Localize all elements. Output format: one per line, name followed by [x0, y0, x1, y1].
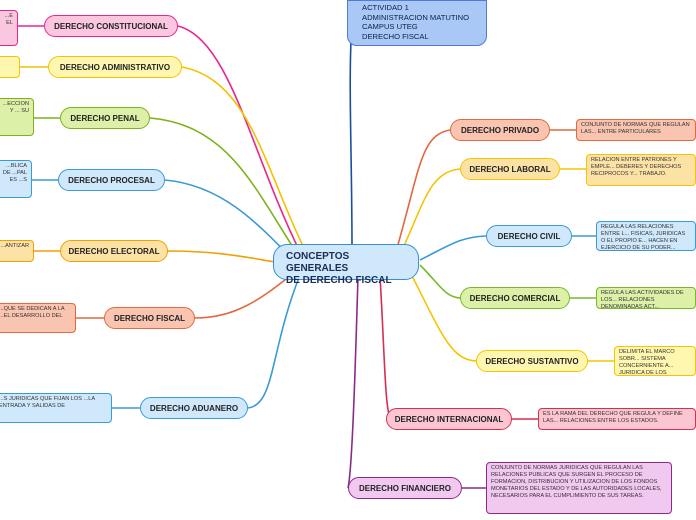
node-derecho-electoral[interactable]: DERECHO ELECTORAL: [60, 240, 168, 262]
central-topic[interactable]: CONCEPTOS GENERALES DE DERECHO FISCAL: [273, 244, 419, 286]
header-line-2: ADMINISTRACION MATUTINO: [362, 12, 470, 22]
connector-laboral: [399, 168, 461, 256]
activity-header-box[interactable]: ACTIVIDAD 1 ADMINISTRACION MATUTINO CAMP…: [347, 0, 487, 46]
node-derecho-procesal[interactable]: DERECHO PROCESAL: [58, 169, 165, 191]
node-derecho-administrativo[interactable]: DERECHO ADMINISTRATIVO: [48, 56, 182, 78]
node-derecho-constitucional[interactable]: DERECHO CONSTITUCIONAL: [44, 15, 178, 37]
node-derecho-sustantivo[interactable]: DERECHO SUSTANTIVO: [476, 350, 588, 372]
note-aduanero[interactable]: ...S JURIDICAS QUE FIJAN LOS ...LA ENTRA…: [0, 393, 112, 423]
connector-internacional: [379, 275, 393, 420]
node-derecho-internacional[interactable]: DERECHO INTERNACIONAL: [386, 408, 512, 430]
note-electoral[interactable]: ...ANTIZAR: [0, 240, 34, 262]
note-civil[interactable]: REGULA LAS RELACIONES ENTRE L... FISICAS…: [596, 221, 696, 251]
connector-penal: [149, 117, 301, 259]
note-sustantivo[interactable]: DELIMITA EL MARCO SOBR... SISTEMA CONCER…: [614, 346, 696, 376]
connector-constitucional: [177, 25, 301, 253]
note-penal[interactable]: ...ECCION Y ... SU: [0, 98, 34, 136]
node-derecho-privado[interactable]: DERECHO PRIVADO: [450, 119, 550, 141]
connector-civil: [419, 235, 487, 261]
connector-sustantivo: [409, 271, 477, 362]
header-line-3: CAMPUS UTEG: [362, 22, 418, 32]
node-derecho-comercial[interactable]: DERECHO COMERCIAL: [460, 287, 570, 309]
node-derecho-penal[interactable]: DERECHO PENAL: [60, 107, 150, 129]
central-topic-line-2: DE DERECHO FISCAL: [286, 275, 392, 286]
connector-aduanero: [247, 274, 301, 409]
node-derecho-fiscal[interactable]: DERECHO FISCAL: [104, 307, 195, 329]
connector-administrativo: [181, 66, 306, 251]
connector-financiero: [347, 275, 359, 489]
note-constitucional[interactable]: ...E EL: [0, 10, 18, 46]
node-derecho-civil[interactable]: DERECHO CIVIL: [486, 225, 572, 247]
note-comercial[interactable]: REGULA LAS ACTIVIDADES DE LOS... RELACIO…: [596, 287, 696, 309]
node-derecho-laboral[interactable]: DERECHO LABORAL: [460, 158, 560, 180]
note-internacional[interactable]: ES LA RAMA DEL DERECHO QUE REGULA Y DEFI…: [538, 408, 696, 430]
connector-comercial: [419, 264, 461, 299]
node-derecho-aduanero[interactable]: DERECHO ADUANERO: [140, 397, 248, 419]
note-procesal[interactable]: ...BLICA DE ...PAL ES ...S: [0, 160, 32, 198]
note-financiero[interactable]: CONJUNTO DE NORMAS JURIDICAS QUE REGULAN…: [486, 462, 672, 514]
connector-electoral: [167, 250, 276, 263]
connector-fiscal: [194, 271, 296, 319]
central-topic-line-1: CONCEPTOS GENERALES: [286, 251, 350, 274]
header-line-4: DERECHO FISCAL: [362, 31, 429, 41]
node-derecho-financiero[interactable]: DERECHO FINANCIERO: [348, 477, 462, 499]
connector-privado: [394, 129, 451, 256]
note-privado[interactable]: CONJUNTO DE NORMAS QUE REGULAN LAS... EN…: [576, 119, 696, 141]
note-administrativo[interactable]: [0, 56, 20, 78]
note-laboral[interactable]: RELACION ENTRE PATRONES Y EMPLE... DEBER…: [586, 154, 696, 186]
header-line-1: ACTIVIDAD 1: [362, 3, 409, 12]
connector-header: [349, 21, 353, 251]
note-fiscal[interactable]: ...QUE SE DEDICAN A LA ...EL DESARROLLO …: [0, 303, 76, 333]
